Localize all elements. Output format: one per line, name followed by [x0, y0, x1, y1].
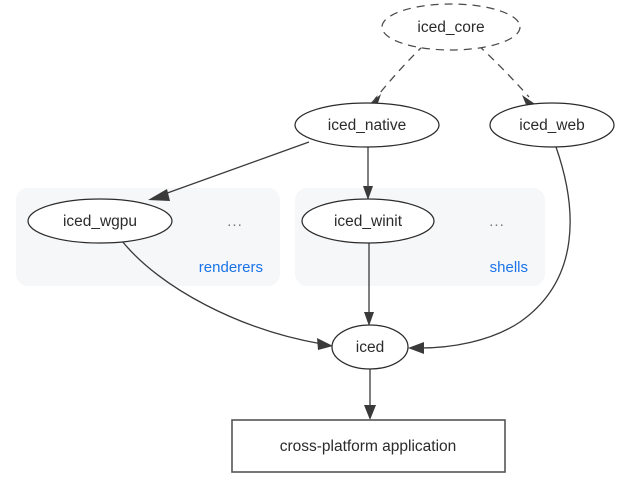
node-iced-winit[interactable]: iced_winit: [301, 198, 435, 244]
edge-iced-to-app-arrowhead: [364, 405, 376, 420]
edge-core-to-native-line: [374, 44, 425, 100]
edge-web-to-iced: [408, 146, 571, 354]
edge-iced-to-app: [364, 369, 376, 420]
edge-winit-to-iced-arrowhead: [364, 312, 374, 326]
edge-native-to-wgpu-line: [158, 141, 310, 197]
edge-core-to-web: [477, 44, 538, 107]
edge-native-to-winit-arrowhead: [363, 186, 373, 200]
edge-web-to-iced-arrowhead: [408, 342, 424, 354]
node-cross-platform-application-shape[interactable]: [231, 419, 506, 473]
edge-wgpu-to-iced: [121, 240, 333, 350]
node-iced-shape[interactable]: [331, 324, 409, 370]
edge-native-to-wgpu-arrowhead: [148, 189, 170, 201]
edge-wgpu-to-iced-arrowhead: [317, 338, 333, 350]
node-iced-winit-shape[interactable]: [301, 198, 435, 244]
edge-core-to-web-line: [477, 44, 530, 98]
edge-web-to-iced-line: [419, 146, 571, 349]
edge-winit-to-iced: [364, 243, 374, 326]
edge-wgpu-to-iced-line: [121, 240, 323, 345]
node-iced-wgpu-shape[interactable]: [27, 198, 173, 244]
node-iced-web-shape[interactable]: [489, 102, 615, 148]
node-iced-native-shape[interactable]: [294, 102, 440, 148]
node-iced[interactable]: iced: [331, 324, 409, 370]
node-iced-core-shape[interactable]: [381, 3, 521, 51]
node-iced-web[interactable]: iced_web: [489, 102, 615, 148]
edge-core-to-native: [366, 44, 425, 108]
edge-native-to-wgpu: [148, 141, 310, 201]
edge-native-to-winit: [363, 147, 373, 200]
node-iced-wgpu[interactable]: iced_wgpu: [27, 198, 173, 244]
node-iced-native[interactable]: iced_native: [294, 102, 440, 148]
node-iced-core[interactable]: iced_core: [381, 3, 521, 51]
node-cross-platform-application[interactable]: cross-platform application: [231, 419, 506, 473]
